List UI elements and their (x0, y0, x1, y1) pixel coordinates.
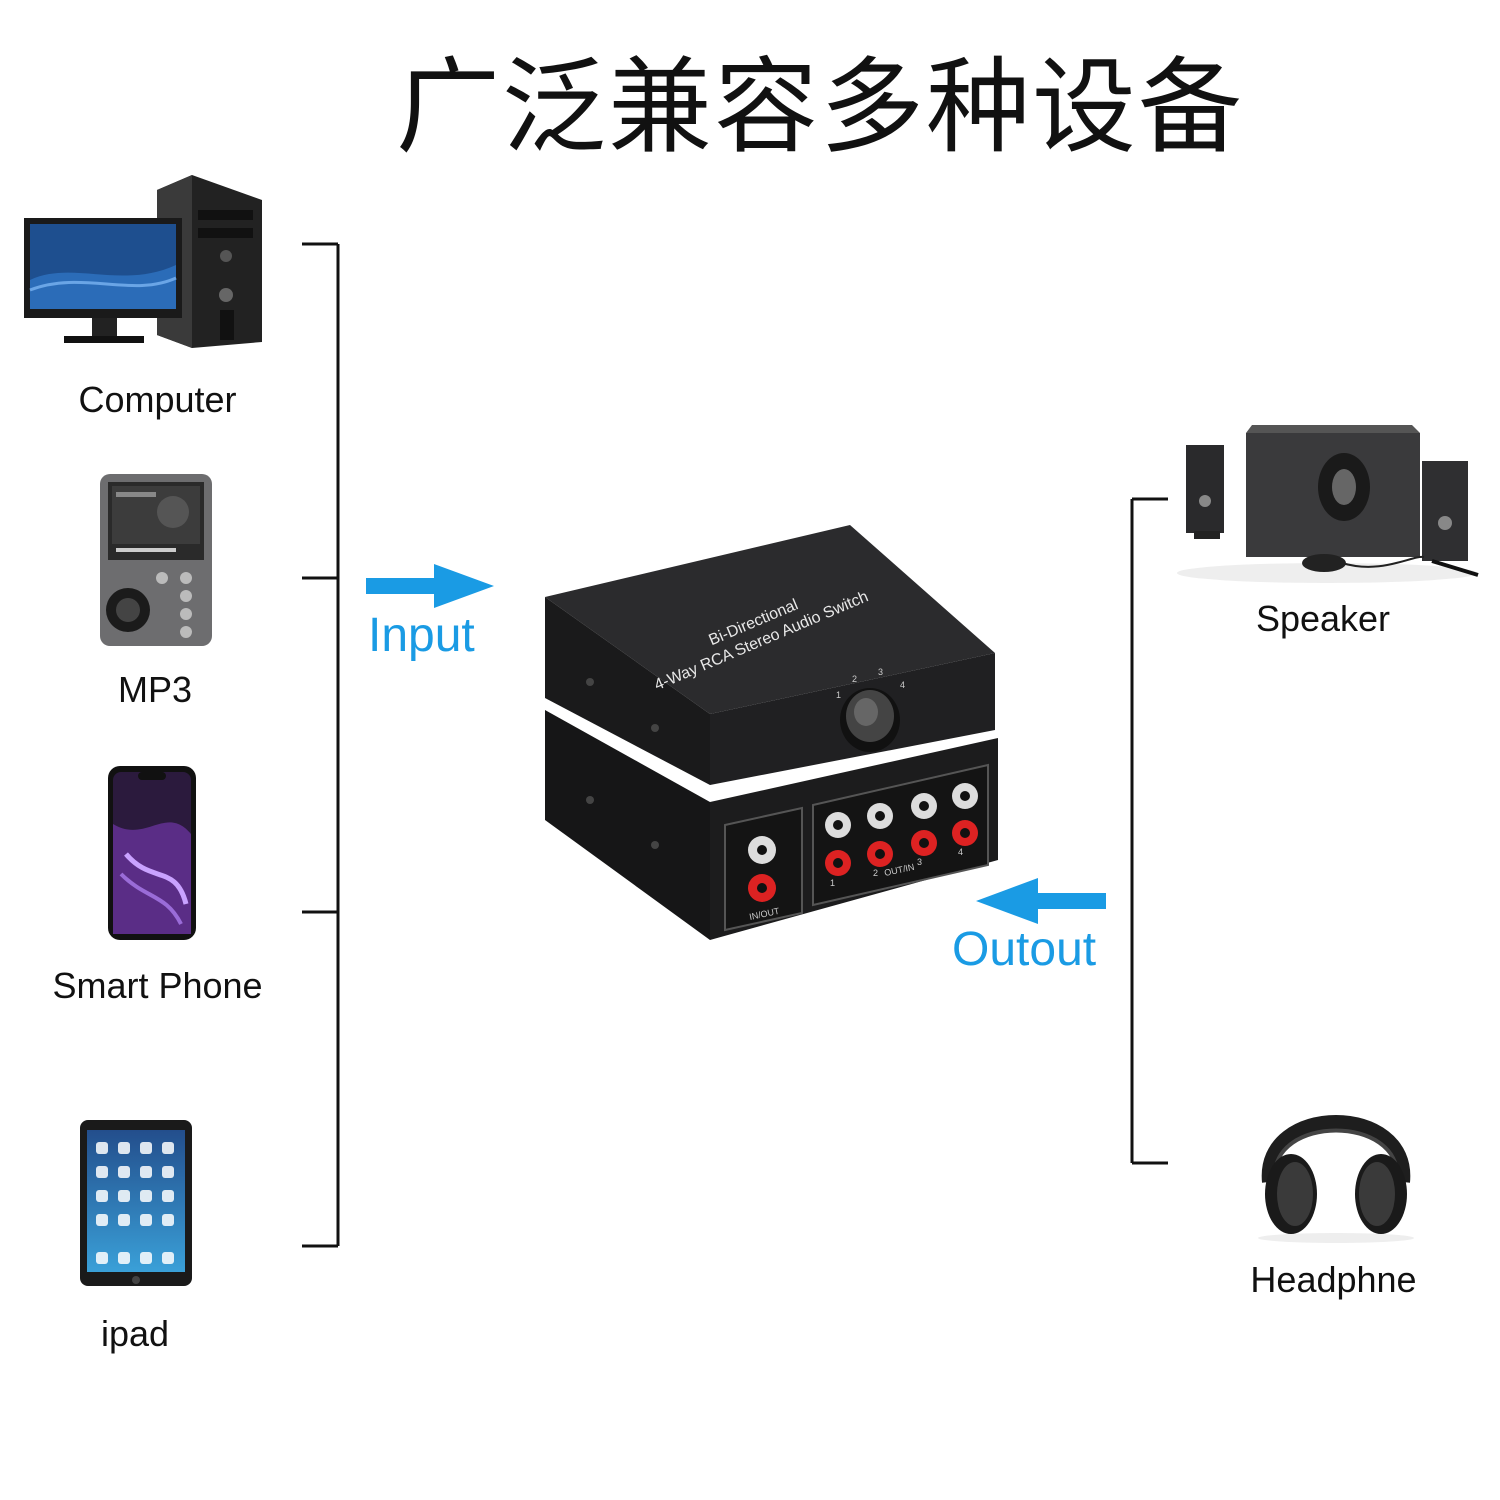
smartphone-label: Smart Phone (52, 965, 263, 1006)
audio-switch-device: Bi-Directional 4-Way RCA Stereo Audio Sw… (540, 520, 1000, 945)
knob-number-1: 1 (836, 690, 841, 700)
knob-number-2: 2 (852, 674, 857, 684)
ipad-label: ipad (100, 1313, 170, 1354)
speaker-label: Speaker (1255, 598, 1391, 639)
speaker-system-icon (1172, 425, 1482, 585)
tablet-icon (78, 1118, 194, 1288)
output-label: Outout (952, 923, 1097, 976)
knob-number-4: 4 (900, 680, 905, 690)
port-number-2: 2 (873, 868, 878, 878)
mp3-label: MP3 (117, 669, 193, 710)
knob-number-3: 3 (878, 667, 883, 677)
port-number-1: 1 (830, 878, 835, 888)
output-arrow-icon (976, 878, 1106, 924)
left-bracket (300, 242, 342, 1250)
port-number-3: 3 (917, 857, 922, 867)
input-label: Input (368, 609, 475, 662)
smartphone-icon (106, 764, 198, 942)
right-bracket (1128, 497, 1170, 1167)
headphones-label: Headphne (1250, 1259, 1417, 1300)
headphones-icon (1255, 1072, 1417, 1244)
page-title: 广泛兼容多种设备 (395, 46, 1244, 168)
input-arrow-icon (366, 564, 494, 608)
port-number-4: 4 (958, 847, 963, 857)
desktop-computer-icon (22, 170, 267, 350)
computer-label: Computer (78, 379, 237, 420)
mp3-player-icon (98, 470, 214, 648)
